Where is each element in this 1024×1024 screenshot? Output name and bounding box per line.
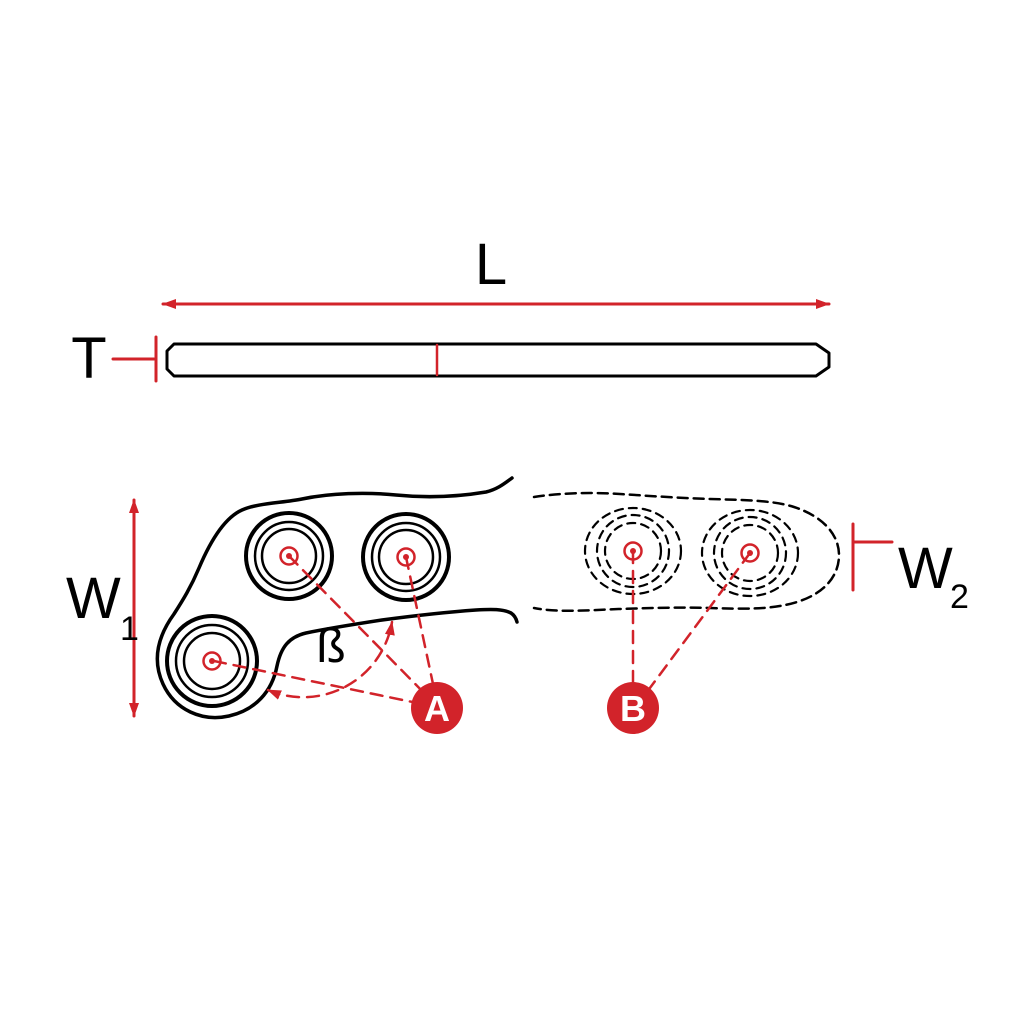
phantom-hole-2	[700, 508, 800, 598]
width1-subscript: 1	[120, 610, 139, 648]
hole-middle-ring	[253, 520, 325, 592]
callout-a-leader-3	[212, 659, 429, 707]
length-label: L	[475, 232, 507, 297]
callout-a-leader-1	[287, 554, 435, 704]
hole-center-mark	[279, 546, 299, 566]
hole-outer-ring	[700, 508, 800, 598]
width1-dimension: W 1	[66, 498, 139, 718]
plate-head-outline	[155, 476, 519, 720]
hole-middle-ring	[712, 515, 788, 591]
hole-center-mark	[740, 543, 760, 563]
angle-label: ß	[316, 620, 345, 673]
hole-inner-ring	[377, 528, 435, 586]
hole-middle-ring	[595, 513, 671, 589]
hole-inner-ring	[260, 527, 318, 585]
hole-center-mark	[202, 651, 222, 671]
thickness-dimension: T	[71, 326, 158, 391]
phantom-outline	[532, 491, 841, 613]
hole-outer-ring	[165, 614, 259, 708]
hole-inner-ring	[182, 631, 242, 691]
callout-b-leader-2	[642, 551, 752, 698]
angle-annotation: ß	[266, 620, 395, 700]
callout-a-badge	[411, 682, 463, 734]
plate-shaft-phantom-view	[532, 491, 841, 613]
hole-outer-ring	[361, 512, 451, 602]
hole-inner-ring	[720, 523, 780, 583]
hole-middle-ring	[370, 521, 442, 593]
angle-arc-arrow	[266, 620, 395, 700]
width1-label: W	[66, 566, 121, 631]
callout-a-label: A	[424, 688, 450, 729]
width2-subscript: 2	[950, 578, 969, 616]
width2-label: W	[898, 536, 953, 601]
callout-a: A	[212, 554, 463, 734]
width2-dimension: W 2	[851, 522, 969, 616]
callout-a-leader-2	[404, 555, 438, 700]
callout-b-badge	[607, 682, 659, 734]
screw-hole-1	[244, 511, 334, 601]
plate-side-view	[165, 342, 831, 378]
hole-middle-ring	[174, 623, 250, 699]
hole-center-mark	[396, 547, 416, 567]
screw-hole-3	[165, 614, 259, 708]
length-dimension: L	[161, 232, 831, 309]
hole-outer-ring	[244, 511, 334, 601]
plate-head-top-view	[155, 476, 519, 720]
thickness-label: T	[71, 326, 106, 391]
callout-b: B	[607, 549, 752, 734]
hole-center-dot	[209, 658, 215, 664]
plate-side-profile	[165, 342, 831, 378]
callout-b-label: B	[620, 688, 646, 729]
